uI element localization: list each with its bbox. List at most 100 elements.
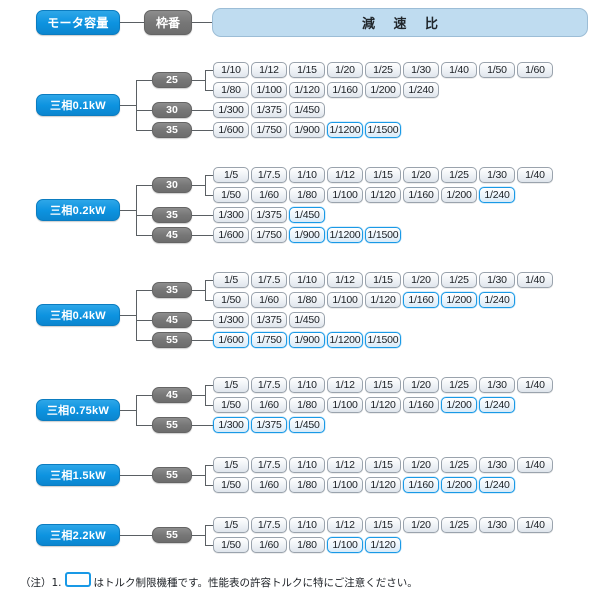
ratio-cell-三相0.75kW-45-1/80[interactable]: 1/80 [289, 397, 325, 413]
ratio-cell-三相0.2kW-30-1/7.5[interactable]: 1/7.5 [251, 167, 287, 183]
ratio-cell-三相0.75kW-45-1/40[interactable]: 1/40 [517, 377, 553, 393]
ratio-cell-三相0.75kW-45-1/60[interactable]: 1/60 [251, 397, 287, 413]
ratio-cell-三相0.2kW-30-1/20[interactable]: 1/20 [403, 167, 439, 183]
ratio-cell-三相1.5kW-55-1/12[interactable]: 1/12 [327, 457, 363, 473]
ratio-cell-三相0.4kW-55-1/1200[interactable]: 1/1200 [327, 332, 363, 348]
ratio-cell-三相1.5kW-55-1/5[interactable]: 1/5 [213, 457, 249, 473]
frame-pill-三相0.75kW-45[interactable]: 45 [152, 387, 192, 403]
ratio-cell-三相0.75kW-55-1/375[interactable]: 1/375 [251, 417, 287, 433]
ratio-cell-三相0.1kW-25-1/20[interactable]: 1/20 [327, 62, 363, 78]
ratio-cell-三相2.2kW-55-1/5[interactable]: 1/5 [213, 517, 249, 533]
ratio-cell-三相1.5kW-55-1/160[interactable]: 1/160 [403, 477, 439, 493]
ratio-cell-三相0.1kW-35-1/1200[interactable]: 1/1200 [327, 122, 363, 138]
ratio-cell-三相2.2kW-55-1/30[interactable]: 1/30 [479, 517, 515, 533]
ratio-cell-三相0.4kW-35-1/120[interactable]: 1/120 [365, 292, 401, 308]
ratio-cell-三相0.75kW-45-1/7.5[interactable]: 1/7.5 [251, 377, 287, 393]
ratio-cell-三相0.1kW-25-1/15[interactable]: 1/15 [289, 62, 325, 78]
ratio-cell-三相0.1kW-25-1/160[interactable]: 1/160 [327, 82, 363, 98]
ratio-cell-三相1.5kW-55-1/80[interactable]: 1/80 [289, 477, 325, 493]
ratio-cell-三相0.75kW-45-1/200[interactable]: 1/200 [441, 397, 477, 413]
ratio-cell-三相0.4kW-35-1/60[interactable]: 1/60 [251, 292, 287, 308]
frame-pill-三相0.75kW-55[interactable]: 55 [152, 417, 192, 433]
ratio-cell-三相0.75kW-45-1/12[interactable]: 1/12 [327, 377, 363, 393]
ratio-cell-三相0.2kW-30-1/15[interactable]: 1/15 [365, 167, 401, 183]
frame-pill-三相2.2kW-55[interactable]: 55 [152, 527, 192, 543]
ratio-cell-三相0.1kW-30-1/375[interactable]: 1/375 [251, 102, 287, 118]
ratio-cell-三相2.2kW-55-1/20[interactable]: 1/20 [403, 517, 439, 533]
ratio-cell-三相0.4kW-35-1/25[interactable]: 1/25 [441, 272, 477, 288]
ratio-cell-三相0.4kW-35-1/7.5[interactable]: 1/7.5 [251, 272, 287, 288]
ratio-cell-三相1.5kW-55-1/30[interactable]: 1/30 [479, 457, 515, 473]
ratio-cell-三相0.4kW-55-1/600[interactable]: 1/600 [213, 332, 249, 348]
frame-pill-三相0.4kW-35[interactable]: 35 [152, 282, 192, 298]
ratio-cell-三相0.4kW-35-1/20[interactable]: 1/20 [403, 272, 439, 288]
ratio-cell-三相2.2kW-55-1/50[interactable]: 1/50 [213, 537, 249, 553]
ratio-cell-三相2.2kW-55-1/10[interactable]: 1/10 [289, 517, 325, 533]
ratio-cell-三相0.75kW-55-1/450[interactable]: 1/450 [289, 417, 325, 433]
ratio-cell-三相0.4kW-55-1/1500[interactable]: 1/1500 [365, 332, 401, 348]
ratio-cell-三相0.1kW-25-1/120[interactable]: 1/120 [289, 82, 325, 98]
frame-pill-三相0.1kW-25[interactable]: 25 [152, 72, 192, 88]
frame-pill-三相0.1kW-30[interactable]: 30 [152, 102, 192, 118]
ratio-cell-三相2.2kW-55-1/80[interactable]: 1/80 [289, 537, 325, 553]
ratio-cell-三相2.2kW-55-1/12[interactable]: 1/12 [327, 517, 363, 533]
ratio-cell-三相0.4kW-35-1/200[interactable]: 1/200 [441, 292, 477, 308]
ratio-cell-三相0.2kW-30-1/12[interactable]: 1/12 [327, 167, 363, 183]
ratio-cell-三相0.75kW-45-1/30[interactable]: 1/30 [479, 377, 515, 393]
ratio-cell-三相0.2kW-30-1/120[interactable]: 1/120 [365, 187, 401, 203]
ratio-cell-三相0.1kW-35-1/900[interactable]: 1/900 [289, 122, 325, 138]
frame-pill-三相0.4kW-45[interactable]: 45 [152, 312, 192, 328]
motor-pill-三相0.75kW[interactable]: 三相0.75kW [36, 399, 120, 421]
ratio-cell-三相1.5kW-55-1/200[interactable]: 1/200 [441, 477, 477, 493]
ratio-cell-三相0.2kW-45-1/1500[interactable]: 1/1500 [365, 227, 401, 243]
ratio-cell-三相1.5kW-55-1/100[interactable]: 1/100 [327, 477, 363, 493]
ratio-cell-三相1.5kW-55-1/7.5[interactable]: 1/7.5 [251, 457, 287, 473]
ratio-cell-三相2.2kW-55-1/120[interactable]: 1/120 [365, 537, 401, 553]
motor-pill-三相0.4kW[interactable]: 三相0.4kW [36, 304, 120, 326]
ratio-cell-三相1.5kW-55-1/10[interactable]: 1/10 [289, 457, 325, 473]
ratio-cell-三相0.1kW-25-1/240[interactable]: 1/240 [403, 82, 439, 98]
ratio-cell-三相0.1kW-25-1/50[interactable]: 1/50 [479, 62, 515, 78]
ratio-cell-三相2.2kW-55-1/25[interactable]: 1/25 [441, 517, 477, 533]
ratio-cell-三相1.5kW-55-1/120[interactable]: 1/120 [365, 477, 401, 493]
ratio-cell-三相1.5kW-55-1/50[interactable]: 1/50 [213, 477, 249, 493]
ratio-cell-三相0.2kW-35-1/450[interactable]: 1/450 [289, 207, 325, 223]
ratio-cell-三相0.4kW-35-1/30[interactable]: 1/30 [479, 272, 515, 288]
ratio-cell-三相0.1kW-30-1/300[interactable]: 1/300 [213, 102, 249, 118]
ratio-cell-三相1.5kW-55-1/20[interactable]: 1/20 [403, 457, 439, 473]
ratio-cell-三相0.75kW-45-1/25[interactable]: 1/25 [441, 377, 477, 393]
ratio-cell-三相0.2kW-30-1/60[interactable]: 1/60 [251, 187, 287, 203]
ratio-cell-三相0.2kW-30-1/25[interactable]: 1/25 [441, 167, 477, 183]
ratio-cell-三相0.1kW-25-1/100[interactable]: 1/100 [251, 82, 287, 98]
ratio-cell-三相0.2kW-30-1/160[interactable]: 1/160 [403, 187, 439, 203]
ratio-cell-三相1.5kW-55-1/40[interactable]: 1/40 [517, 457, 553, 473]
ratio-cell-三相0.2kW-45-1/900[interactable]: 1/900 [289, 227, 325, 243]
frame-pill-三相0.2kW-35[interactable]: 35 [152, 207, 192, 223]
ratio-cell-三相0.75kW-45-1/100[interactable]: 1/100 [327, 397, 363, 413]
ratio-cell-三相0.75kW-45-1/5[interactable]: 1/5 [213, 377, 249, 393]
frame-pill-三相1.5kW-55[interactable]: 55 [152, 467, 192, 483]
ratio-cell-三相0.2kW-30-1/80[interactable]: 1/80 [289, 187, 325, 203]
ratio-cell-三相0.2kW-30-1/100[interactable]: 1/100 [327, 187, 363, 203]
ratio-cell-三相0.1kW-25-1/10[interactable]: 1/10 [213, 62, 249, 78]
ratio-cell-三相0.1kW-35-1/750[interactable]: 1/750 [251, 122, 287, 138]
ratio-cell-三相0.2kW-30-1/5[interactable]: 1/5 [213, 167, 249, 183]
ratio-cell-三相0.4kW-35-1/15[interactable]: 1/15 [365, 272, 401, 288]
frame-pill-三相0.2kW-45[interactable]: 45 [152, 227, 192, 243]
motor-pill-三相0.2kW[interactable]: 三相0.2kW [36, 199, 120, 221]
ratio-cell-三相0.75kW-45-1/120[interactable]: 1/120 [365, 397, 401, 413]
ratio-cell-三相0.4kW-35-1/40[interactable]: 1/40 [517, 272, 553, 288]
ratio-cell-三相0.1kW-35-1/600[interactable]: 1/600 [213, 122, 249, 138]
ratio-cell-三相0.4kW-55-1/900[interactable]: 1/900 [289, 332, 325, 348]
frame-pill-三相0.2kW-30[interactable]: 30 [152, 177, 192, 193]
motor-pill-三相0.1kW[interactable]: 三相0.1kW [36, 94, 120, 116]
ratio-cell-三相0.4kW-35-1/12[interactable]: 1/12 [327, 272, 363, 288]
ratio-cell-三相0.4kW-55-1/750[interactable]: 1/750 [251, 332, 287, 348]
ratio-cell-三相2.2kW-55-1/100[interactable]: 1/100 [327, 537, 363, 553]
ratio-cell-三相0.4kW-35-1/50[interactable]: 1/50 [213, 292, 249, 308]
ratio-cell-三相0.75kW-45-1/50[interactable]: 1/50 [213, 397, 249, 413]
frame-pill-三相0.1kW-35[interactable]: 35 [152, 122, 192, 138]
ratio-cell-三相0.2kW-30-1/10[interactable]: 1/10 [289, 167, 325, 183]
ratio-cell-三相0.2kW-30-1/30[interactable]: 1/30 [479, 167, 515, 183]
ratio-cell-三相0.2kW-35-1/300[interactable]: 1/300 [213, 207, 249, 223]
